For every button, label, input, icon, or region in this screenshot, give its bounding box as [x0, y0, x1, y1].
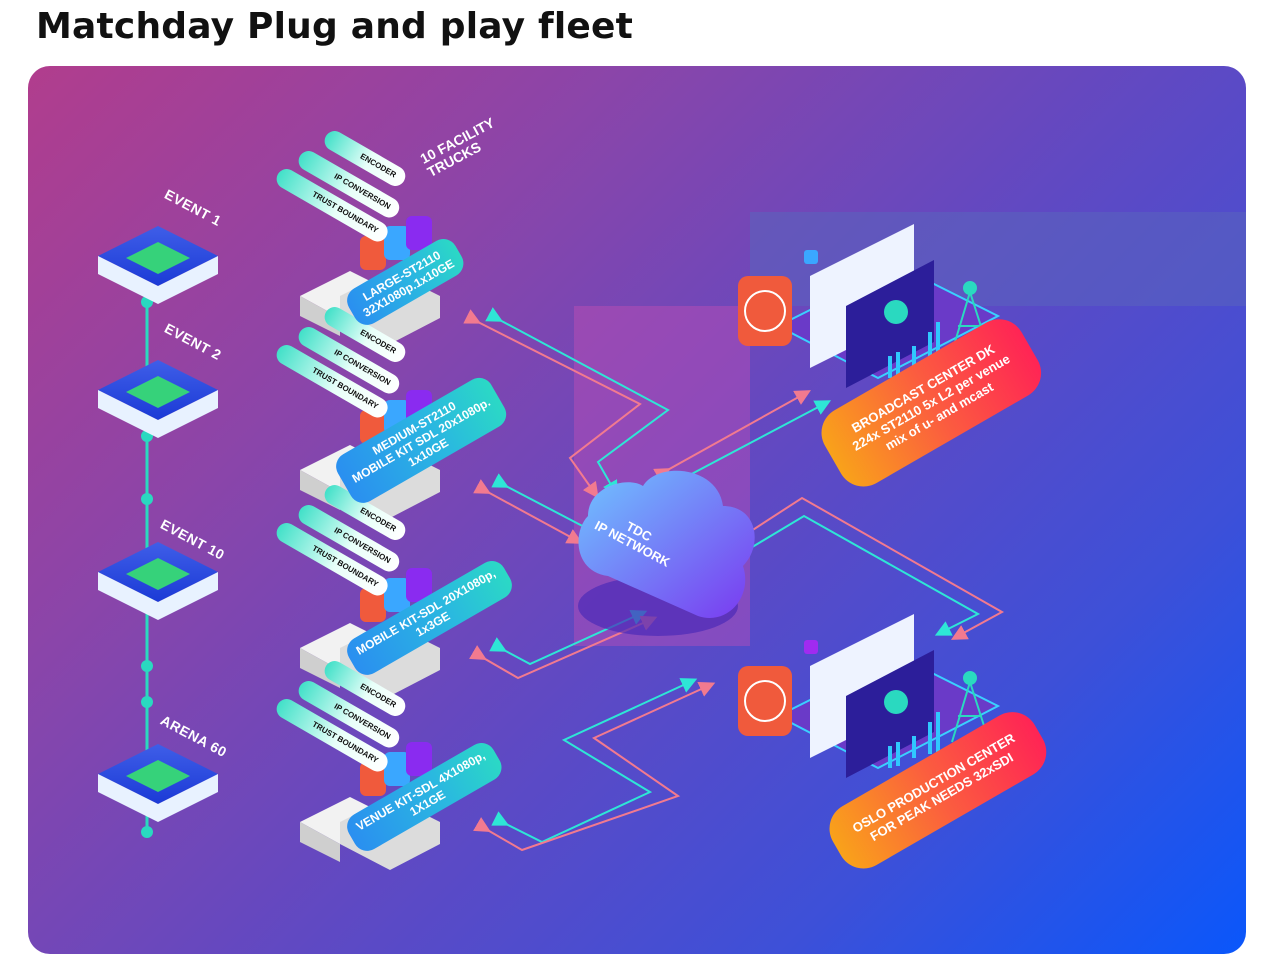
radio-tower-icon — [951, 671, 987, 743]
chain-node — [141, 696, 153, 708]
chain-node — [141, 660, 153, 672]
network-links — [98, 216, 1005, 870]
video-call-icon — [846, 650, 934, 778]
chain-node — [141, 493, 153, 505]
link-truck3-pink — [469, 615, 658, 680]
bar-chart-icon — [888, 322, 940, 378]
video-play-icon — [804, 250, 818, 264]
video-call-icon — [846, 260, 934, 388]
waveform-window-icon — [810, 614, 914, 758]
broadcast-center-icon — [738, 224, 1001, 388]
stadium-icon — [98, 542, 218, 620]
oslo-center-icon — [738, 614, 1001, 778]
waveform-window-icon — [810, 224, 914, 368]
cloud-icon — [578, 470, 755, 636]
server-icon — [738, 666, 792, 736]
stadium-icon — [98, 360, 218, 438]
link-truck2-pink — [473, 479, 584, 544]
link-truck4-pink — [473, 682, 716, 852]
server-icon — [738, 276, 792, 346]
chain-node — [141, 826, 153, 838]
diagram-canvas: EVENT 1 EVENT 2 EVENT 10 ARENA 60 10 FAC… — [28, 66, 1246, 954]
bar-chart-icon — [888, 712, 940, 768]
stadium-icon — [98, 226, 218, 304]
link-oslo-pink — [716, 496, 1005, 640]
link-broadcast-pink — [653, 390, 811, 483]
link-oslo-teal — [733, 514, 981, 636]
stadium-icon — [98, 744, 218, 822]
video-play-icon — [804, 640, 818, 654]
link-broadcast-teal — [673, 400, 832, 489]
page-title: Matchday Plug and play fleet — [36, 6, 634, 47]
